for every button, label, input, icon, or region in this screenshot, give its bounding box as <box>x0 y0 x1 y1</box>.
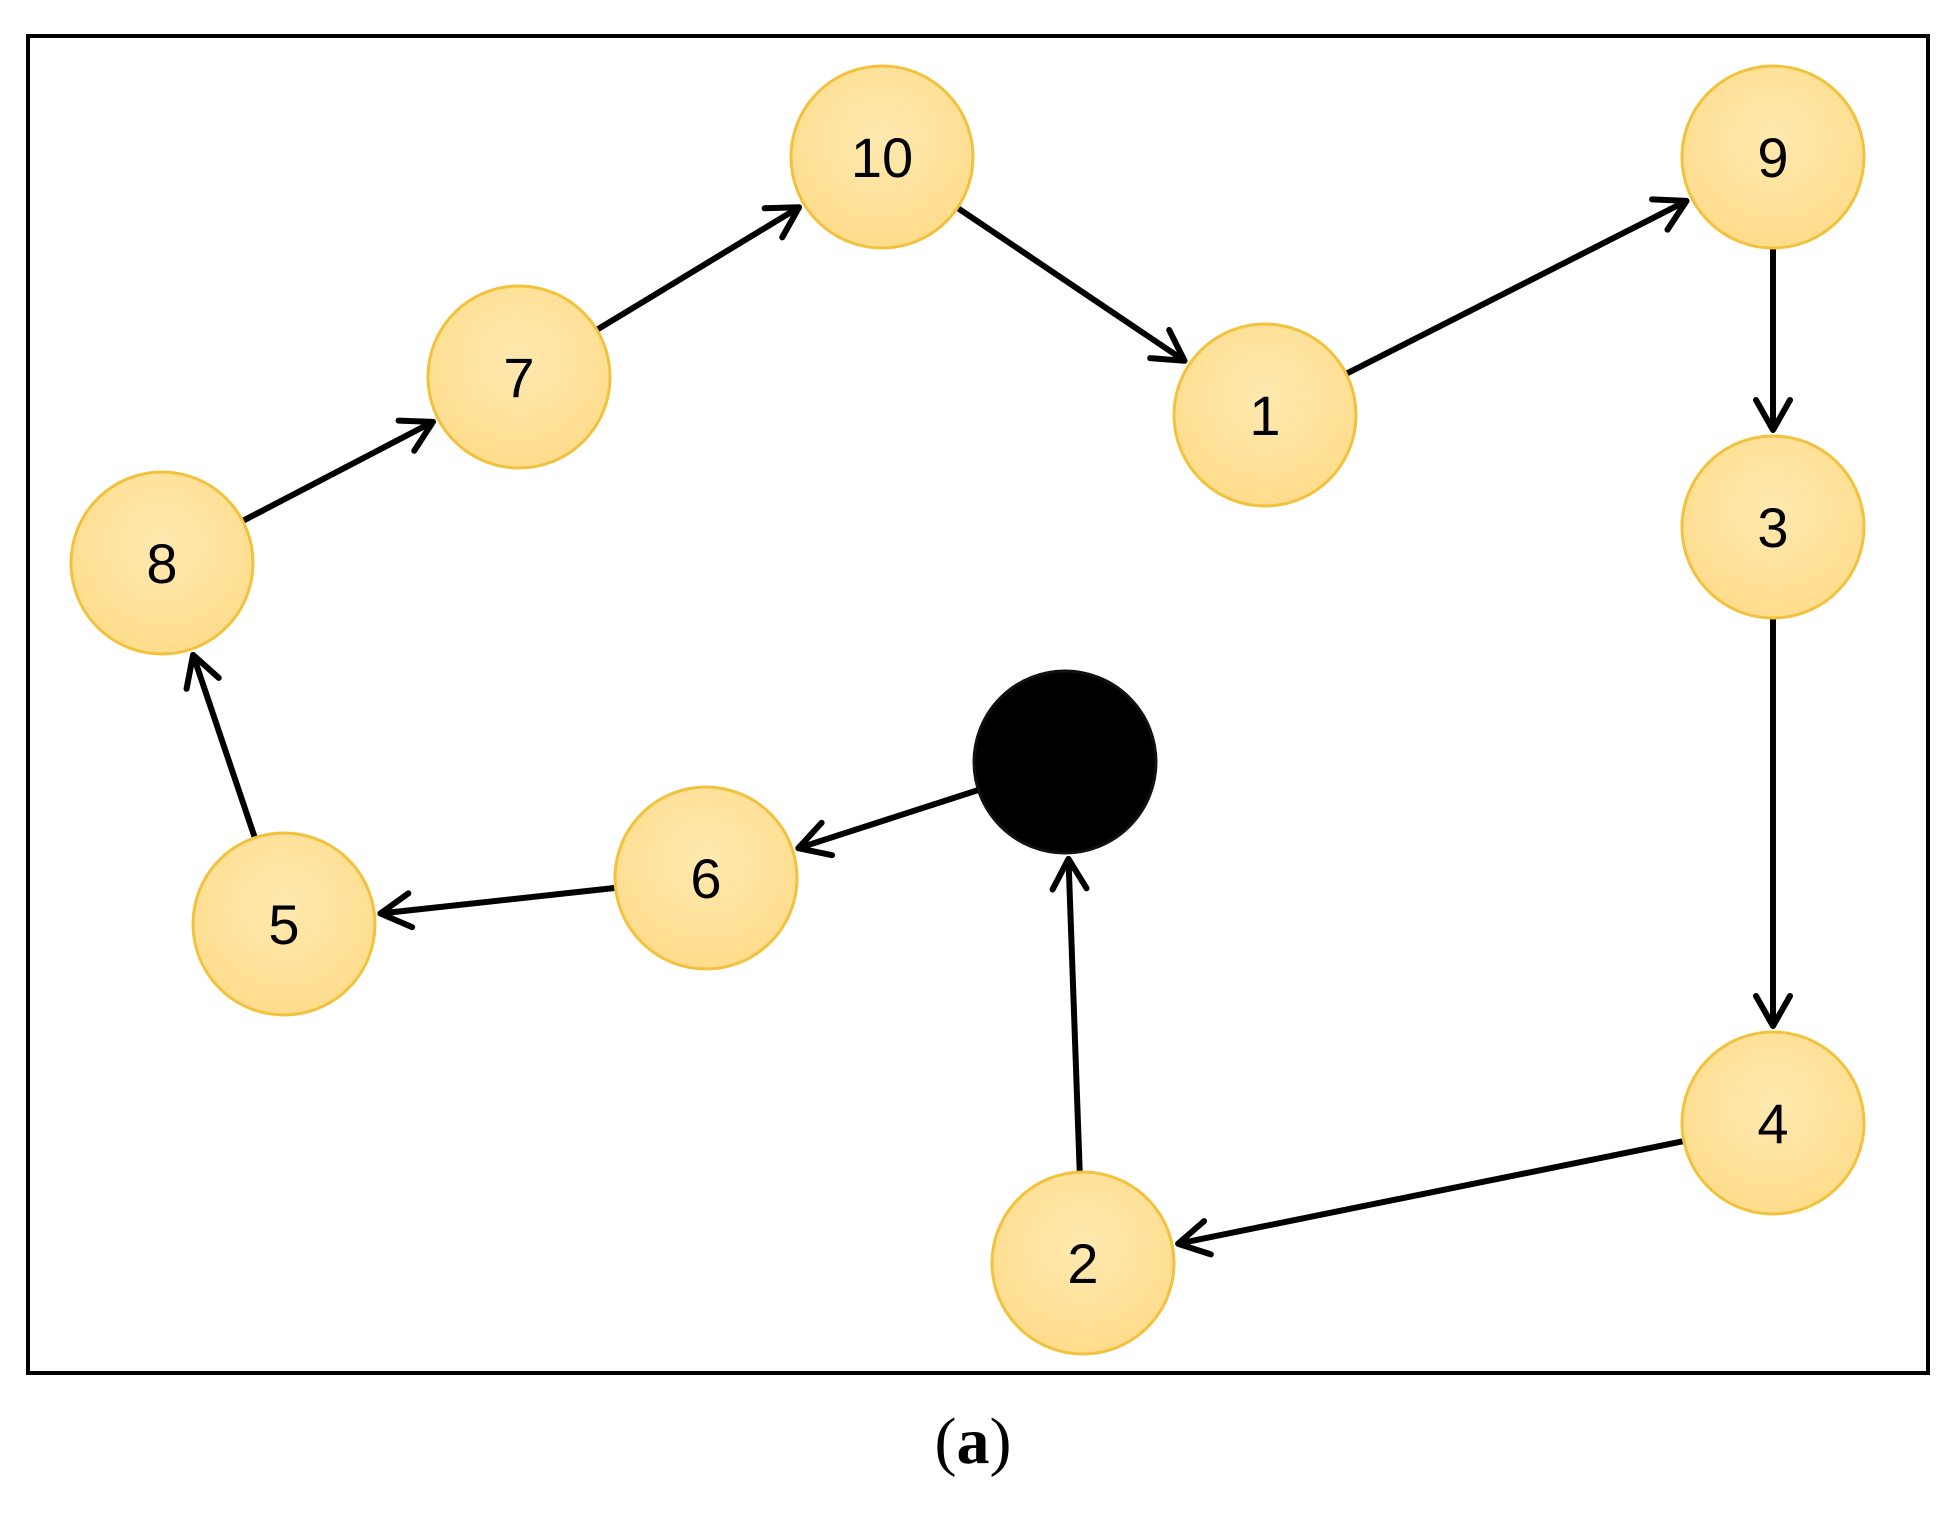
node-label: 8 <box>146 532 177 595</box>
node-circle <box>1680 1030 1866 1216</box>
node-circle <box>990 1170 1176 1356</box>
node-label: 1 <box>1249 384 1280 447</box>
node-10: 10 <box>789 64 975 250</box>
nodes-layer: 1 2 3 4 5 6 7 8 9 10 <box>69 64 1866 1356</box>
arrowhead <box>395 417 436 454</box>
edge-n1-to-n9 <box>1344 196 1690 377</box>
node-1: 1 <box>1172 322 1358 508</box>
edge-line <box>190 653 258 839</box>
depot-node <box>972 669 1158 855</box>
node-label: 10 <box>851 126 913 189</box>
node-label: 6 <box>690 847 721 910</box>
arrowhead <box>795 819 836 859</box>
node-8: 8 <box>69 470 255 656</box>
edges-layer <box>183 196 1793 1258</box>
edge-n9-to-n3 <box>1753 248 1793 433</box>
caption-letter: a <box>957 1405 990 1478</box>
arrowhead <box>1147 326 1188 364</box>
depot-circle <box>972 669 1158 855</box>
node-circle <box>1680 64 1866 250</box>
node-label: 2 <box>1067 1232 1098 1295</box>
arrowhead <box>761 204 803 241</box>
arrowhead <box>1649 196 1690 233</box>
caption-close-paren: ) <box>990 1405 1012 1478</box>
edge-line <box>595 204 801 333</box>
edge-n8-to-n7 <box>241 417 436 524</box>
node-6: 6 <box>613 785 799 971</box>
arrowhead <box>1049 855 1090 893</box>
edge-line <box>797 787 980 852</box>
node-label: 3 <box>1757 496 1788 559</box>
arrowhead <box>1175 1218 1214 1258</box>
edge-n5-to-n8 <box>183 651 258 839</box>
arrowhead <box>1753 397 1793 433</box>
svg-text:(a): (a) <box>935 1405 1012 1478</box>
node-3: 3 <box>1680 434 1866 620</box>
node-2: 2 <box>990 1170 1176 1356</box>
node-circle <box>789 64 975 250</box>
edge-line <box>1177 1138 1685 1247</box>
node-circle <box>191 831 377 1017</box>
edge-line <box>1344 198 1688 377</box>
node-circle <box>426 284 612 470</box>
edge-n3-to-n4 <box>1753 618 1793 1029</box>
node-label: 4 <box>1757 1092 1788 1155</box>
node-9: 9 <box>1680 64 1866 250</box>
caption-open-paren: ( <box>935 1405 957 1478</box>
node-circle <box>1172 322 1358 508</box>
node-circle <box>1680 434 1866 620</box>
node-label: 7 <box>503 346 534 409</box>
node-4: 4 <box>1680 1030 1866 1216</box>
arrowhead <box>377 890 416 931</box>
edge-n10-to-n1 <box>955 205 1188 364</box>
arrowhead <box>1753 993 1793 1029</box>
node-5: 5 <box>191 831 377 1017</box>
node-label: 5 <box>268 893 299 956</box>
node-circle <box>69 470 255 656</box>
caption: (a) <box>935 1405 1012 1478</box>
node-label: 9 <box>1757 126 1788 189</box>
node-circle <box>613 785 799 971</box>
edge-line <box>380 884 616 917</box>
edge-depot-to-n6 <box>795 787 980 859</box>
edge-n7-to-n10 <box>595 204 803 333</box>
edge-line <box>241 419 435 524</box>
edge-line <box>955 205 1187 364</box>
arrowhead <box>183 651 222 692</box>
edge-n4-to-n2 <box>1175 1138 1685 1258</box>
edge-n2-to-depot <box>1049 855 1090 1173</box>
node-7: 7 <box>426 284 612 470</box>
edge-n6-to-n5 <box>377 884 616 931</box>
diagram-frame <box>26 34 1930 1375</box>
edge-line <box>1065 858 1083 1173</box>
